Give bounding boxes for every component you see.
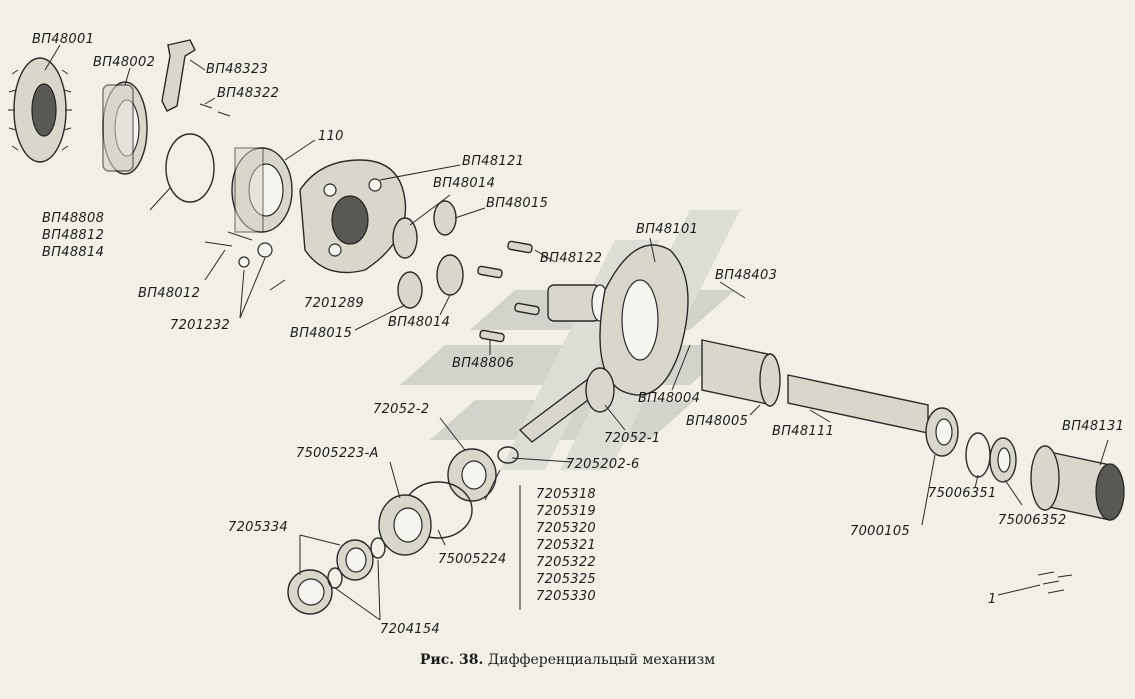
label-vp48002: ВП48002 <box>93 55 156 70</box>
label-vp48403: ВП48403 <box>715 268 778 283</box>
label-vp48014-bottom: ВП48014 <box>388 315 451 330</box>
label-7201289: 7201289 <box>304 296 364 311</box>
label-vp48121: ВП48121 <box>462 154 525 169</box>
label-vp48015-top: ВП48015 <box>486 196 549 211</box>
label-vp48014-top: ВП48014 <box>433 176 496 191</box>
label-7205202-6: 7205202-6 <box>566 457 640 472</box>
label-vp48001: ВП48001 <box>32 32 95 47</box>
ring-7205334-b-bore <box>297 578 325 606</box>
label-7201232: 7201232 <box>170 318 230 333</box>
stack-right-line-3: 7205320 <box>536 521 596 536</box>
bearing-cup-75005223-a <box>378 494 432 556</box>
ring-7204154-a <box>370 537 386 559</box>
pins-vp48322 <box>199 103 231 117</box>
label-75005224: 75005224 <box>438 552 507 567</box>
ring-7205334-a-bore <box>345 547 367 573</box>
seal-7000105 <box>925 407 959 457</box>
label-7000105: 7000105 <box>850 524 910 539</box>
label-vp48004: ВП48004 <box>638 391 701 406</box>
label-vp48323: ВП48323 <box>206 62 269 77</box>
stack-right-line-5: 7205322 <box>536 555 596 570</box>
gear-vp48001 <box>8 57 72 163</box>
label-item-1: 1 <box>988 592 997 607</box>
stack-right-line-4: 7205321 <box>536 538 596 553</box>
label-vp48111: ВП48111 <box>772 424 835 439</box>
caption-title: Дифференциальцый механизм <box>487 652 716 668</box>
bracket-vp48323 <box>161 39 196 112</box>
label-vp48012: ВП48012 <box>138 286 201 301</box>
label-vp48322: ВП48322 <box>217 86 280 101</box>
bearing-75006352 <box>989 437 1017 483</box>
label-vp48131: ВП48131 <box>1062 419 1125 434</box>
leader-lines <box>44 44 1109 621</box>
ring-75006351 <box>965 432 991 478</box>
stack-right-line-2: 7205319 <box>536 504 596 519</box>
bearing-vp48002 <box>102 81 148 175</box>
bearing-110 <box>231 147 293 233</box>
label-vp48015-bottom: ВП48015 <box>290 326 353 341</box>
label-72052-1: 72052-1 <box>604 431 661 446</box>
small-pins <box>477 240 540 343</box>
shaft-vp48005 <box>701 339 781 407</box>
stack-right-line-6: 7205325 <box>536 572 596 587</box>
stack-right-line-7: 7205330 <box>536 589 596 604</box>
label-vp48005: ВП48005 <box>686 414 749 429</box>
label-7204154: 7204154 <box>380 622 440 637</box>
sleeve-vp48122 <box>547 284 609 322</box>
caption-prefix: Рис. 38. <box>419 652 484 668</box>
label-72052-2: 72052-2 <box>373 402 430 417</box>
label-75005223-a: 75005223-А <box>296 446 379 461</box>
gear-vp48131 <box>1030 445 1125 521</box>
label-vp48101: ВП48101 <box>636 222 699 237</box>
stack-left-line-2: ВП48812 <box>42 228 105 243</box>
stack-left-line-3: ВП48814 <box>42 245 105 260</box>
watermark-logo <box>400 210 740 470</box>
label-vp48806-mid: ВП48806 <box>452 356 515 371</box>
label-7205334: 7205334 <box>228 520 288 535</box>
pinion-gears <box>392 200 464 309</box>
snap-ring-vp48808 <box>165 133 215 203</box>
pinion-shaft <box>518 367 615 443</box>
pins-item-1 <box>1037 571 1073 594</box>
label-vp48122: ВП48122 <box>540 251 603 266</box>
stack-left-line-1: ВП48808 <box>42 211 105 226</box>
ring-7204154-b <box>327 567 343 589</box>
diff-case-vp48121 <box>299 159 407 274</box>
ring-7205202-6 <box>497 446 519 464</box>
label-stack-right: 7205318 7205319 7205320 7205321 7205322 … <box>536 486 596 605</box>
label-75006351: 75006351 <box>928 486 997 501</box>
label-110: 110 <box>318 129 344 144</box>
label-75006352: 75006352 <box>998 513 1067 528</box>
label-stack-left: ВП48808 ВП48812 ВП48814 <box>42 210 104 261</box>
bolts-vp48012 <box>204 231 273 268</box>
stack-right-line-1: 7205318 <box>536 487 596 502</box>
bevel-gear-vp48101 <box>599 244 689 396</box>
figure-caption: Рис. 38. Дифференциальцый механизм <box>0 652 1135 668</box>
